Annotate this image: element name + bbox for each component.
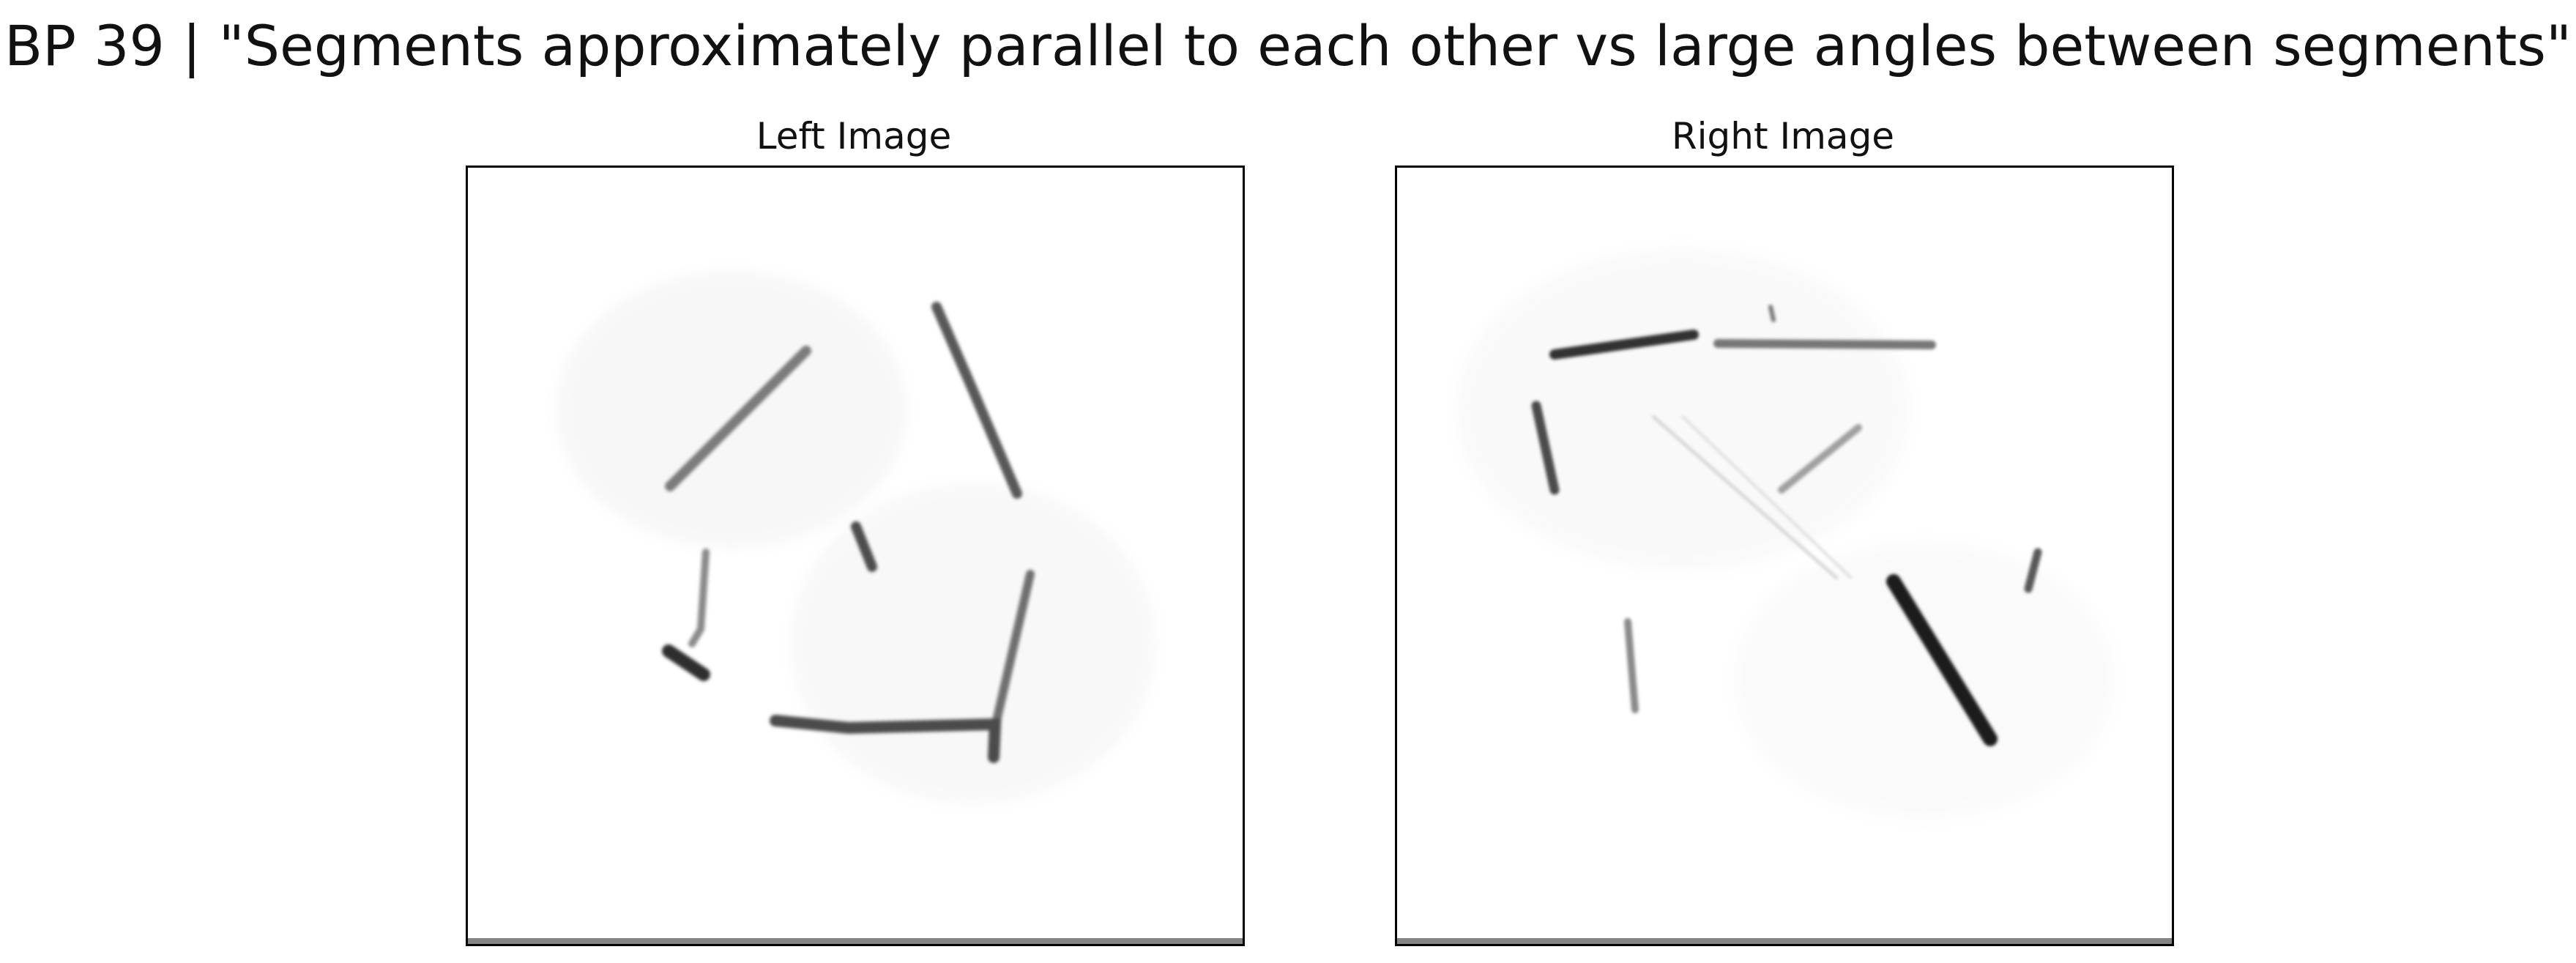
right-segment-top-mark: [1768, 305, 1776, 322]
left-segment-lower-right-angle: [770, 715, 1002, 763]
left-segment-lower-left-stem: [688, 549, 710, 647]
right-segment-left-vertical: [1531, 401, 1560, 495]
left-image-panel: [466, 166, 1245, 946]
left-segment-lower-right-vertical: [992, 570, 1035, 725]
right-segment-lower-left: [1624, 618, 1639, 713]
left-segment-center-short: [851, 521, 877, 572]
right-segment-faint-cross-a: [1652, 415, 1838, 579]
right-image-bottom-edge: [1397, 938, 2172, 944]
right-image-title: Right Image: [1671, 115, 1895, 157]
right-segment-center-diagonal: [1778, 424, 1862, 494]
left-image-title: Left Image: [756, 115, 952, 157]
right-segment-faint-cross-b: [1681, 415, 1853, 579]
left-image-bottom-edge: [468, 938, 1243, 944]
figure-title: BP 39 | "Segments approximately parallel…: [4, 13, 2572, 78]
right-image-panel: [1395, 166, 2174, 946]
right-segment-lower-right-long: [1886, 574, 1998, 746]
right-image-noise: [1456, 248, 2115, 819]
right-image-segments: [1531, 305, 2042, 746]
right-segment-top-right: [1713, 339, 1936, 349]
left-image-drawing: [468, 168, 1243, 944]
left-image-segments: [662, 302, 1035, 763]
right-segment-right-short: [2024, 548, 2042, 593]
left-segment-upper-left: [665, 346, 811, 491]
left-segment-upper-right: [931, 302, 1022, 499]
right-segment-top-left: [1549, 330, 1699, 360]
left-segment-lower-left-head: [662, 644, 710, 681]
right-image-drawing: [1397, 168, 2172, 944]
